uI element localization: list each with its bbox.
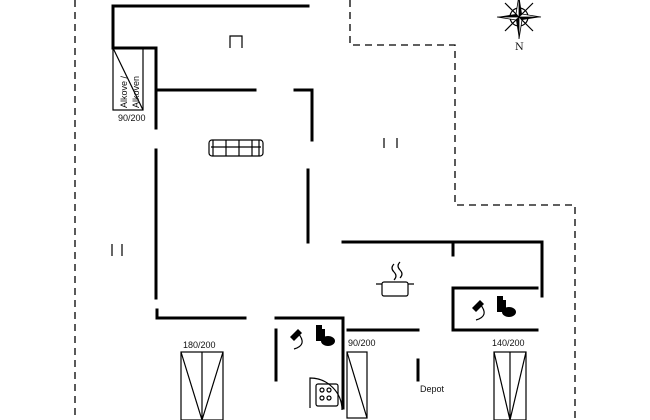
double-bed: 180/200 — [180, 340, 224, 420]
window-icon — [111, 35, 398, 256]
sofa-icon — [208, 139, 264, 157]
single-bed-mid: 90/200 — [346, 338, 376, 419]
alcove-label-line1: Alkove / — [119, 75, 129, 108]
alcove-label-line2: Alkoven — [131, 76, 141, 108]
alcove-bed-size: 90/200 — [118, 113, 146, 123]
shower-icon — [472, 300, 485, 321]
shower-icon — [290, 329, 303, 350]
terrace-outline — [74, 0, 576, 420]
depot-label: Depot — [420, 384, 445, 394]
single-bed-mid-size: 90/200 — [348, 338, 376, 348]
exterior-walls — [111, 4, 544, 410]
toilet-icon — [497, 296, 516, 317]
single-bed-right: 140/200 — [492, 338, 527, 420]
toilet-icon — [316, 325, 335, 346]
compass-north-label: N — [515, 42, 524, 53]
compass-rose-icon: N — [496, 0, 542, 53]
cooking-pot-icon — [376, 261, 414, 297]
jacuzzi-icon — [309, 377, 343, 411]
alcove: Alkove / Alkoven 90/200 — [112, 47, 146, 123]
double-bed-size: 180/200 — [183, 340, 216, 350]
single-bed-right-size: 140/200 — [492, 338, 525, 348]
